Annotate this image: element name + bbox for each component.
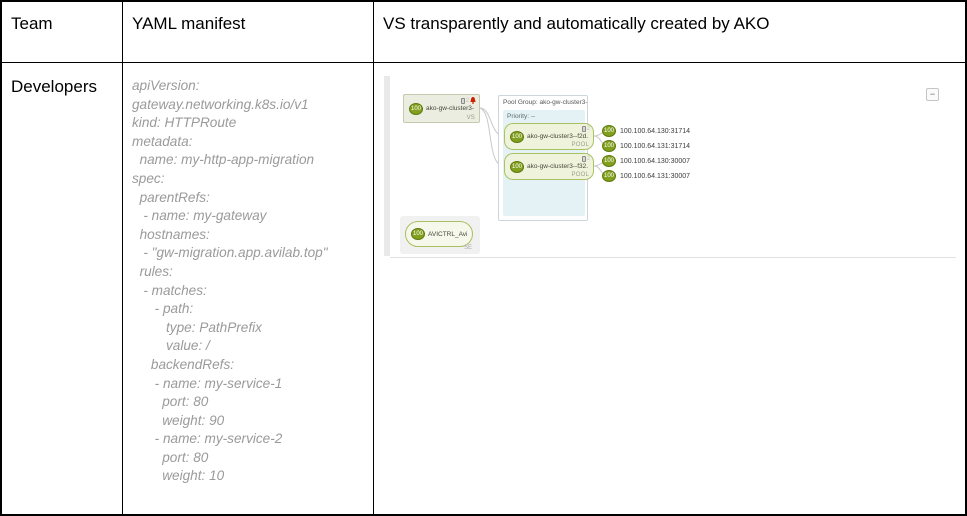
vs-topology-screenshot: 100 ako-gw-cluster3--996.. 2 VS Pool Gro… bbox=[374, 63, 965, 514]
server2-health-score-badge: 100 bbox=[602, 140, 616, 152]
controller-type-label: SE bbox=[463, 245, 472, 251]
vs-node-name: ako-gw-cluster3--996.. bbox=[426, 105, 474, 112]
panel-edge-strip bbox=[384, 76, 390, 256]
pool2-name: ako-gw-cluster3--f32.. bbox=[527, 163, 588, 170]
controller-node[interactable]: 100 AVICTRL_Avi.. bbox=[405, 221, 473, 247]
vs-node[interactable]: 100 ako-gw-cluster3--996.. 2 VS bbox=[403, 94, 480, 123]
header-yaml-manifest: YAML manifest bbox=[123, 2, 374, 63]
controller-health-score-badge: 100 bbox=[411, 228, 425, 240]
pool1-type-label: POOL bbox=[571, 142, 589, 148]
server-endpoint-2[interactable]: 100 100.100.64.131:31714 bbox=[602, 140, 690, 152]
server4-health-score-badge: 100 bbox=[602, 170, 616, 182]
alert-bell-icon bbox=[470, 97, 476, 104]
server2-address: 100.100.64.131:31714 bbox=[620, 142, 691, 150]
events-count: 2 bbox=[465, 97, 469, 104]
server-endpoint-3[interactable]: 100 100.100.64.130:30007 bbox=[602, 155, 690, 167]
server3-address: 100.100.64.130:30007 bbox=[620, 157, 691, 165]
header-vs-created-by-ako: VS transparently and automatically creat… bbox=[374, 2, 965, 63]
collapse-panel-button[interactable]: − bbox=[926, 88, 939, 101]
events-count: 2 bbox=[586, 126, 590, 132]
controller-node-tile: 100 AVICTRL_Avi.. SE bbox=[400, 216, 480, 254]
server-endpoint-1[interactable]: 100 100.100.64.130:31714 bbox=[602, 125, 690, 137]
header-vs-label: VS transparently and automatically creat… bbox=[383, 14, 770, 33]
server3-health-score-badge: 100 bbox=[602, 155, 616, 167]
header-team: Team bbox=[2, 2, 123, 63]
vs-type-label: VS bbox=[466, 115, 475, 121]
pool-node-2[interactable]: 100 ako-gw-cluster3--f32.. 2 POOL bbox=[504, 153, 594, 180]
controller-node-name: AVICTRL_Avi.. bbox=[428, 230, 467, 238]
team-value: Developers bbox=[11, 77, 97, 96]
yaml-manifest-cell: apiVersion: gateway.networking.k8s.io/v1… bbox=[123, 63, 374, 514]
pool1-name: ako-gw-cluster3--f2d.. bbox=[527, 133, 588, 140]
events-icon bbox=[460, 97, 465, 104]
header-team-label: Team bbox=[11, 14, 53, 33]
pool2-type-label: POOL bbox=[571, 172, 589, 178]
pool-node-1[interactable]: 100 ako-gw-cluster3--f2d.. 2 POOL bbox=[504, 123, 594, 150]
events-icon bbox=[581, 126, 586, 132]
yaml-manifest-code: apiVersion: gateway.networking.k8s.io/v1… bbox=[132, 78, 328, 484]
pool-group-title: Pool Group: ako-gw-cluster3--9.. bbox=[503, 99, 587, 106]
events-count: 2 bbox=[586, 156, 590, 162]
pool1-health-score-badge: 100 bbox=[510, 130, 524, 143]
events-icon bbox=[581, 156, 586, 162]
server4-address: 100.100.64.131:30007 bbox=[620, 172, 691, 180]
server1-health-score-badge: 100 bbox=[602, 125, 616, 137]
server-endpoint-4[interactable]: 100 100.100.64.131:30007 bbox=[602, 170, 690, 182]
diagram-bottom-divider bbox=[390, 257, 956, 258]
priority-label: Priority: -- bbox=[507, 113, 536, 120]
pool2-health-score-badge: 100 bbox=[510, 160, 524, 173]
vs-health-score-badge: 100 bbox=[409, 102, 423, 115]
team-cell: Developers bbox=[2, 63, 123, 514]
server1-address: 100.100.64.130:31714 bbox=[620, 127, 691, 135]
header-yaml-label: YAML manifest bbox=[132, 14, 246, 33]
